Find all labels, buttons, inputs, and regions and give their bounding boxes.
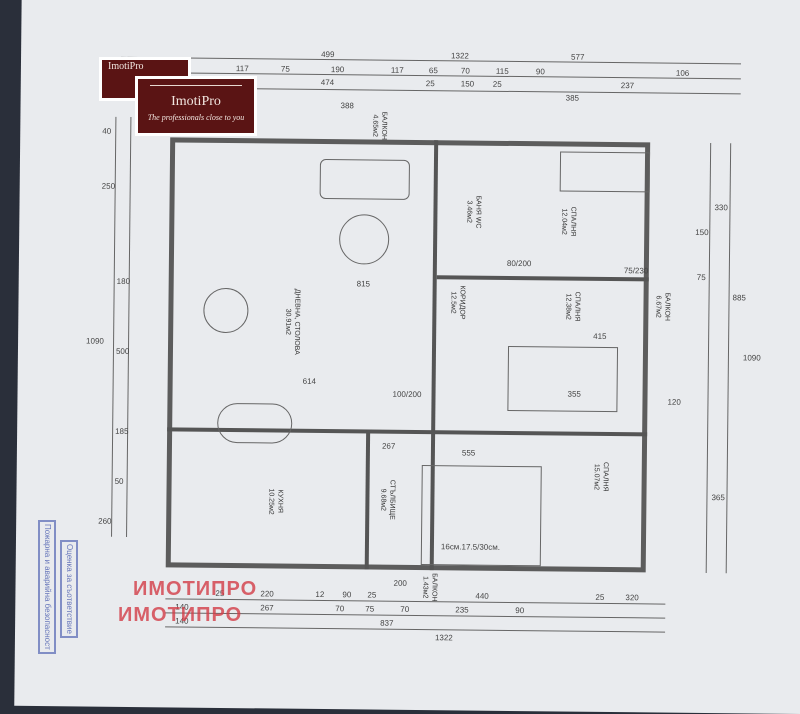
dim-top: 106 [675,68,690,78]
dim-bottom: 90 [515,606,525,616]
dim-bottom: 70 [400,604,410,614]
dim-inner: 355 [567,389,581,399]
dim-inner: 614 [302,376,317,386]
dim-top: 499 [321,49,335,60]
dim-bottom: 25 [367,590,377,600]
dim-inner: 555 [461,448,476,458]
dim-top: 190 [330,65,345,75]
dim-top: 65 [428,66,438,76]
logo-name: ImotiPro [171,94,221,109]
dim-right: 330 [714,203,728,213]
dim-top: 25 [425,79,435,89]
bed [559,151,651,193]
conformity-stamp: Оценка за съответствие [60,540,78,638]
dim-left: 250 [101,181,116,191]
dim-top: 75 [280,64,290,74]
dim-bottom: 235 [455,605,469,615]
dim-top: 117 [235,64,249,74]
dim-top: 237 [620,81,635,91]
dim-bottom: 12 [315,589,325,600]
imotipro-logo: ImotiPro The professionals close to you [135,76,257,136]
dim-bottom: 220 [260,589,274,599]
dim-right: 885 [732,293,746,303]
dim-inner: 415 [593,331,607,341]
dim-right: 1090 [742,353,761,363]
dim-left: 40 [102,126,112,136]
dim-inner: 267 [381,441,396,451]
dim-left: 1090 [86,336,104,346]
dim-top: 115 [495,66,509,76]
dim-bottom: 837 [380,618,394,628]
dim-bottom: 25 [595,592,605,602]
dim-bottom: 1322 [434,633,453,643]
dim-bottom: 90 [342,590,352,600]
dim-right: 365 [711,493,725,503]
dim-left: 180 [116,276,131,286]
dim-left: 500 [115,346,130,356]
dim-bottom: 320 [625,593,639,603]
dining-table [203,287,249,334]
bed [507,345,619,413]
roof-icon [149,85,243,90]
dim-top: 25 [492,79,502,89]
dim-bottom: 70 [335,604,345,614]
dining-table-2 [217,402,293,444]
dim-right: 120 [667,397,681,407]
dim-bottom: 200 [393,578,407,588]
dim-left: 185 [115,426,129,436]
logo-tagline: The professionals close to you [147,113,245,122]
dim-top: 117 [390,65,404,75]
dim-top: 1322 [451,51,469,61]
stairs-note: 16см.17.5/30см. [440,542,501,552]
dim-right: 150 [695,227,709,238]
dim-right: 75 [696,272,706,283]
dim-bottom: 75 [365,604,375,614]
dim-left: 260 [98,516,112,526]
fire-safety-stamp: Пожарна и аварийна безопасност [38,520,56,654]
dim-inner: 100/200 [392,389,422,400]
dim-top: 474 [320,77,335,88]
dim-inner: 815 [356,279,371,289]
dim-bottom: 267 [260,603,274,613]
dim-inner: 80/200 [506,258,532,269]
dim-left: 50 [114,476,124,486]
dim-top: 150 [460,79,475,89]
coffee-table [338,214,390,265]
dim-top: 388 [340,101,354,111]
sofa [319,158,410,200]
dim-inner: 75/230 [623,266,649,276]
dim-top: 70 [460,66,470,76]
dim-top: 90 [535,67,545,77]
dim-top: 385 [565,93,580,103]
interior-wall [360,429,371,570]
dim-top: 577 [571,52,585,62]
watermark-text: ИМОТИПРО [133,578,258,600]
watermark-text: ИМОТИПРО [118,604,243,626]
dim-bottom: 440 [475,591,489,601]
